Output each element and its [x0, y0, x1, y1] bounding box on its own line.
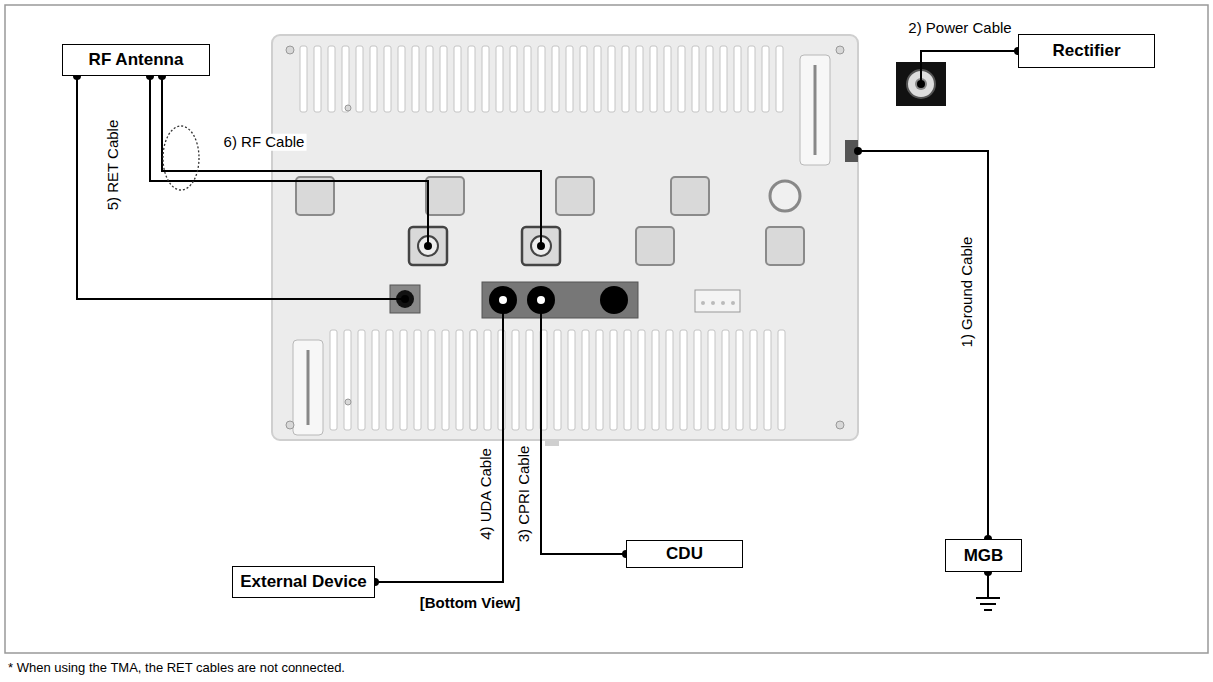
vent-slot — [482, 46, 489, 112]
vent-slot — [510, 46, 517, 112]
vent-slot — [524, 46, 531, 112]
box-label: External Device — [240, 572, 367, 592]
vent-slot — [372, 330, 379, 430]
vent-slot — [470, 330, 477, 430]
vent-slot — [538, 46, 545, 112]
vent-slot — [636, 46, 643, 112]
vent-slot — [608, 46, 615, 112]
vent-slot — [414, 330, 421, 430]
vent-slot — [566, 46, 573, 112]
vent-slot — [470, 330, 477, 430]
footnote: * When using the TMA, the RET cables are… — [8, 661, 345, 675]
vent-slot — [328, 46, 335, 112]
box-label: Rectifier — [1052, 41, 1120, 61]
vent-slot — [624, 330, 631, 430]
vent-slot — [622, 46, 629, 112]
vent-slot — [750, 330, 757, 430]
vent-slot — [722, 330, 729, 430]
vent-slot — [440, 46, 447, 112]
device-box: Rectifier — [1018, 34, 1155, 68]
device-box: External Device — [232, 566, 375, 598]
antenna-port — [296, 177, 334, 215]
vent-slot — [708, 330, 715, 430]
vent-slot — [386, 330, 393, 430]
vent-slot — [344, 330, 351, 430]
antenna-port — [556, 177, 594, 215]
vent-slot — [330, 330, 337, 430]
vent-slot — [694, 330, 701, 430]
vent-slot — [610, 330, 617, 430]
vent-slot — [568, 330, 575, 430]
antenna-port — [636, 227, 674, 265]
vent-slot — [484, 330, 491, 430]
vent-slot — [736, 330, 743, 430]
vent-slot — [664, 46, 671, 112]
vent-slot — [468, 46, 475, 112]
cable-label: 3) CPRI Cable — [516, 446, 533, 543]
vent-slot — [778, 330, 785, 430]
vent-slot — [776, 46, 783, 112]
vent-slot — [582, 330, 589, 430]
vent-slot — [594, 46, 601, 112]
device-box: RF Antenna — [62, 44, 210, 76]
vent-slot — [314, 46, 321, 112]
vent-slot — [442, 330, 449, 430]
antenna-port — [766, 227, 804, 265]
vent-slot — [358, 330, 365, 430]
box-label: RF Antenna — [89, 50, 184, 70]
cable-label: 6) RF Cable — [222, 134, 307, 151]
cable-label: 1) Ground Cable — [959, 237, 976, 348]
device-box: CDU — [626, 540, 743, 568]
vent-slot — [426, 46, 433, 112]
vent-slot — [720, 46, 727, 112]
vent-slot — [526, 330, 533, 430]
vent-slot — [652, 330, 659, 430]
cable-label: 4) UDA Cable — [478, 448, 495, 540]
vent-slot — [342, 46, 349, 112]
vent-slot — [554, 330, 561, 430]
vent-slot — [428, 330, 435, 430]
vent-slot — [748, 46, 755, 112]
vent-slot — [706, 46, 713, 112]
vent-slot — [680, 330, 687, 430]
vent-slot — [666, 330, 673, 430]
vent-slot — [580, 46, 587, 112]
vent-slot — [400, 330, 407, 430]
vent-slot — [764, 330, 771, 430]
antenna-port — [671, 177, 709, 215]
vent-slot — [552, 46, 559, 112]
vent-slot — [370, 46, 377, 112]
box-label: CDU — [666, 544, 703, 564]
vent-slot — [734, 46, 741, 112]
vent-slot — [454, 46, 461, 112]
vent-slot — [762, 46, 769, 112]
box-label: MGB — [964, 546, 1004, 566]
vent-slot — [456, 330, 463, 430]
vent-slot — [512, 330, 519, 430]
antenna-port — [426, 177, 464, 215]
vent-slot — [412, 46, 419, 112]
vent-slot — [496, 46, 503, 112]
cable-label: 5) RET Cable — [105, 120, 122, 211]
vent-slot — [398, 46, 405, 112]
device-box: MGB — [945, 539, 1022, 572]
vent-slot — [638, 330, 645, 430]
view-caption: [Bottom View] — [420, 595, 521, 612]
vent-slot — [300, 46, 307, 112]
cable-label: 2) Power Cable — [908, 20, 1011, 37]
vent-slot — [692, 46, 699, 112]
vent-slot — [356, 46, 363, 112]
vent-slot — [650, 46, 657, 112]
vent-slot — [678, 46, 685, 112]
vent-slot — [596, 330, 603, 430]
vent-slot — [384, 46, 391, 112]
